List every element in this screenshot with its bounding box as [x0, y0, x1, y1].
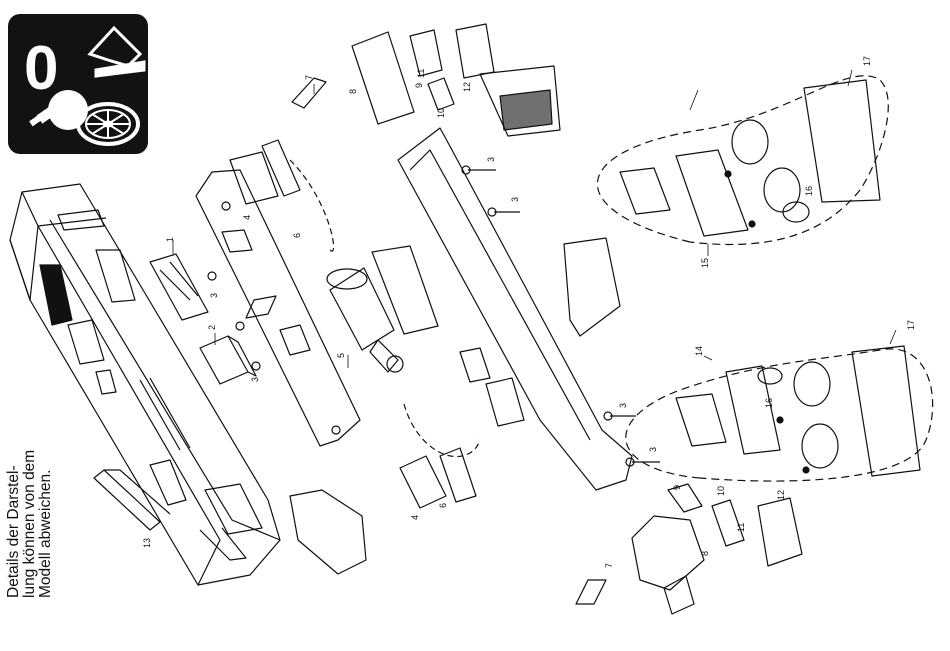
- part-label: 3: [250, 377, 260, 382]
- part-label: 11: [416, 69, 426, 78]
- part-label: 16: [764, 398, 774, 408]
- part-label: 4: [410, 515, 420, 520]
- part-labels: 1 2 3 3 3 3 3 3 4 4 5 6 6 7 7 8 8 9 9 10…: [142, 56, 916, 568]
- part-14-truck-assembly: [626, 346, 933, 481]
- part-label: 13: [142, 538, 152, 548]
- part-3-screws: [462, 166, 660, 466]
- part-label: 3: [209, 293, 219, 298]
- part-label: 3: [486, 157, 496, 162]
- part-13-handrail: [94, 460, 186, 530]
- main-frame: [372, 128, 632, 490]
- part-label: 1: [165, 237, 175, 242]
- part-label: 3: [648, 447, 658, 452]
- part-2-block: [200, 336, 256, 384]
- part-label: 12: [776, 490, 786, 500]
- part-label: 6: [292, 233, 302, 238]
- part-label: 9: [672, 485, 682, 490]
- part-label: 3: [618, 403, 628, 408]
- part-label: 14: [694, 346, 704, 356]
- part-label: 4: [242, 215, 252, 220]
- part-label: 15: [700, 258, 710, 268]
- battery-box: [564, 238, 620, 336]
- part-label: 3: [510, 197, 520, 202]
- part-label: 16: [804, 186, 814, 196]
- part-label: 7: [604, 563, 614, 568]
- part-label: 10: [436, 108, 446, 118]
- part-label: 8: [348, 89, 358, 94]
- part-label: 11: [736, 523, 746, 532]
- part-label: 17: [906, 320, 916, 330]
- part-label: 7: [304, 75, 314, 80]
- cab-assembly: [290, 490, 366, 574]
- part-label: 10: [716, 486, 726, 496]
- part-label: 5: [336, 353, 346, 358]
- part-label: 12: [462, 82, 472, 92]
- part-6-worm-gears: [262, 140, 480, 502]
- chassis-plate: [196, 170, 360, 446]
- part-label: 8: [700, 551, 710, 556]
- part-label: 6: [438, 503, 448, 508]
- connector-strips: [246, 78, 606, 604]
- part-label: 17: [862, 56, 872, 66]
- part-label: 2: [207, 325, 217, 330]
- part-label: 9: [414, 83, 424, 88]
- lower-parts-group: [632, 484, 802, 614]
- upper-parts-group: [352, 24, 560, 136]
- part-15-truck-assembly: [597, 76, 888, 245]
